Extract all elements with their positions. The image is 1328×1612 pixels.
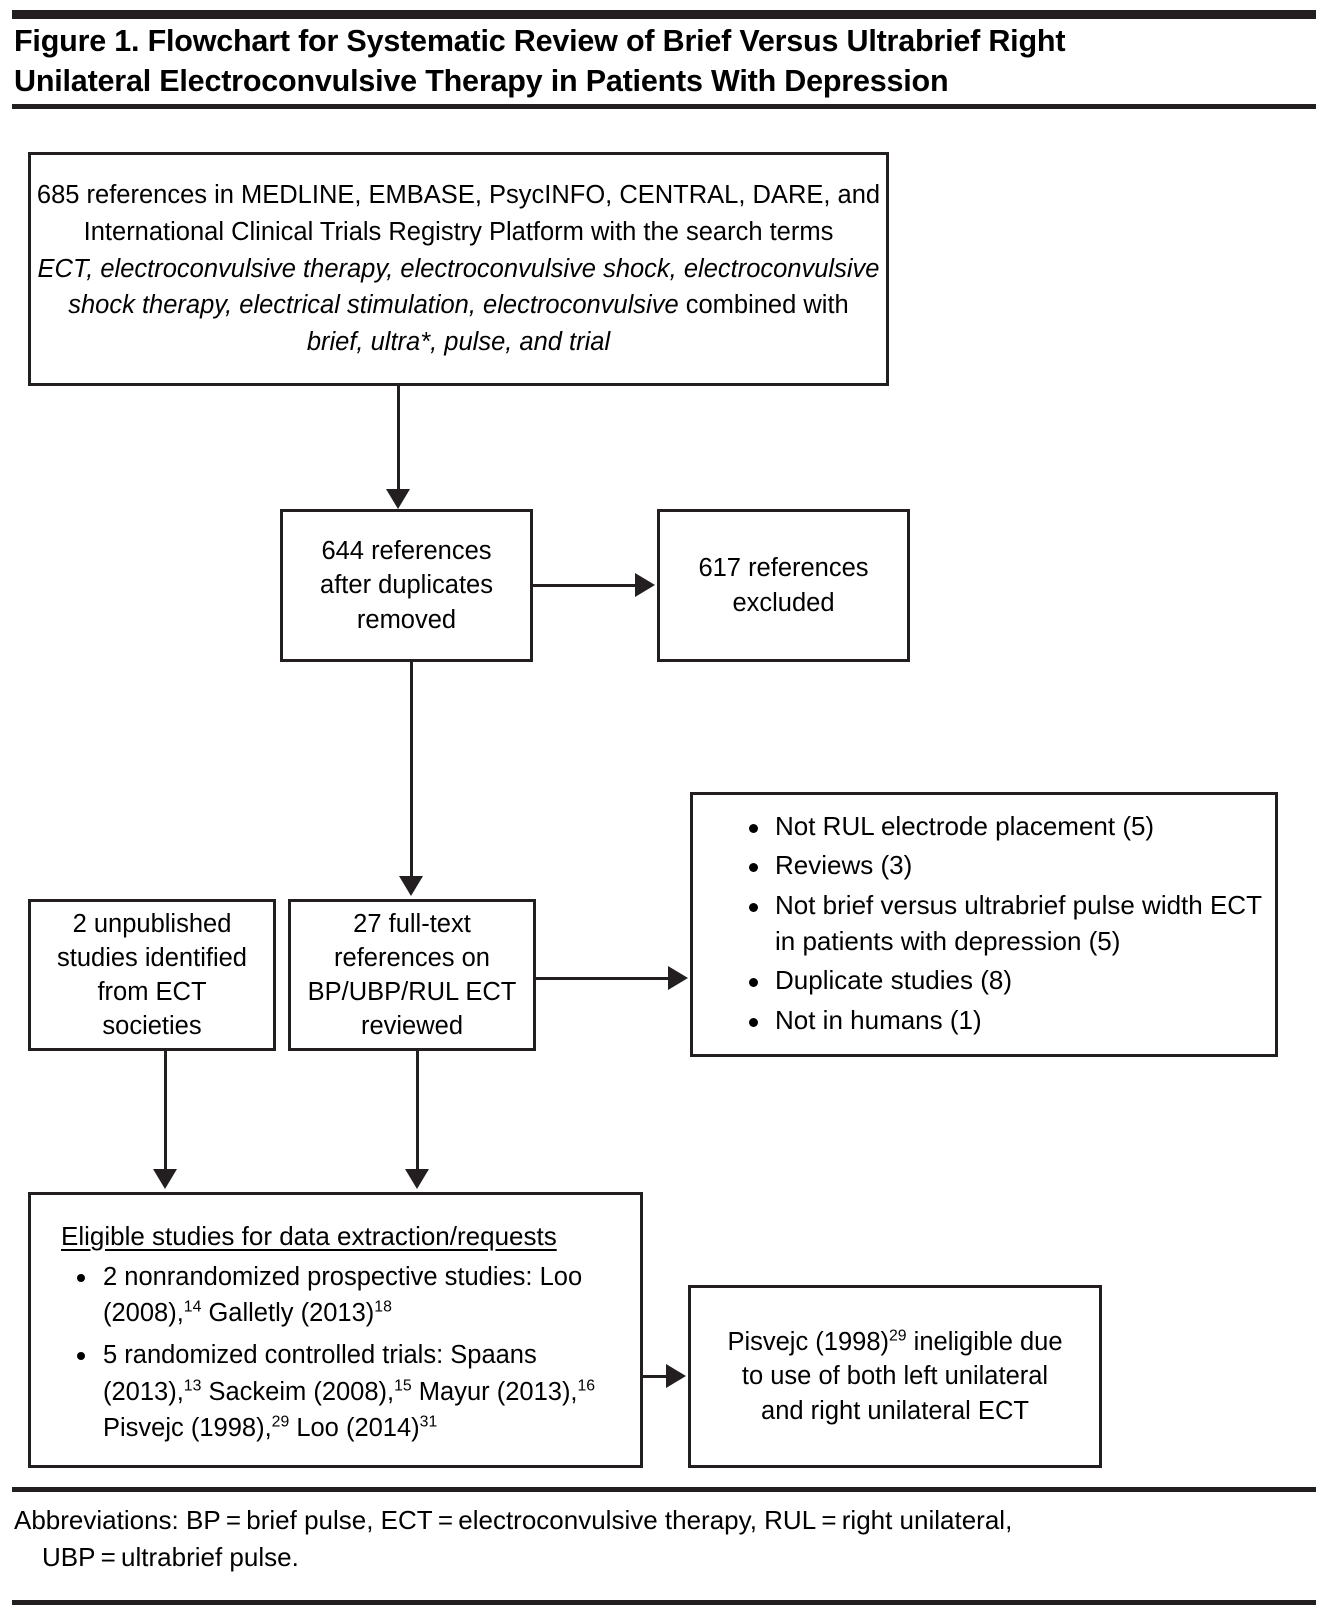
pisvejc-line-3: and right unilateral ECT xyxy=(761,1396,1029,1425)
eligible-b2-sup5: 31 xyxy=(419,1413,438,1431)
fulltext-line-2: references on xyxy=(334,943,490,972)
connector-dedup-to-fulltext-line xyxy=(410,662,413,880)
dedup-line-1: 644 references xyxy=(321,537,492,566)
search-line-4-roman: combined with xyxy=(678,291,849,320)
unpublished-line-3: from ECT xyxy=(97,978,207,1006)
eligible-b1-pre: 2 nonrandomized prospective studies: Loo… xyxy=(103,1263,583,1328)
dedup-line-3: removed xyxy=(356,605,457,634)
box-exclusion-reasons: Not RUL electrode placement (5) Reviews … xyxy=(690,792,1278,1057)
connector-search-to-dedup-arrow xyxy=(386,489,410,509)
search-line-3: ECT, electroconvulsive therapy, electroc… xyxy=(37,254,880,283)
box-references-excluded: 617 references excluded xyxy=(657,509,910,662)
box-excluded-text: 617 references excluded xyxy=(698,551,868,619)
connector-search-to-dedup-line xyxy=(397,386,400,493)
abbreviations-note: Abbreviations: BP = brief pulse, ECT = e… xyxy=(14,1502,1304,1576)
excluded-line-2: excluded xyxy=(732,588,835,617)
abbreviations-line-1: Abbreviations: BP = brief pulse, ECT = e… xyxy=(14,1505,1013,1535)
eligible-b2-pre: 5 randomized controlled trials: Spaans (… xyxy=(103,1341,537,1406)
fulltext-line-1: 27 full-text xyxy=(353,909,471,938)
list-item: Not RUL electrode placement (5) xyxy=(727,808,1275,844)
pisvejc-line-1-post: ineligible due xyxy=(906,1328,1063,1357)
box-fulltext-text: 27 full-text references on BP/UBP/RUL EC… xyxy=(308,907,517,1044)
unpublished-line-4: societies xyxy=(102,1012,202,1041)
pisvejc-line-2: to use of both left unilateral xyxy=(741,1362,1049,1391)
dedup-line-2: after duplicates xyxy=(320,571,493,600)
pisvejc-line-1: Pisvejc (1998)29 ineligible due xyxy=(727,1325,1062,1359)
eligible-b1-mid: Galletly (2013) xyxy=(201,1299,375,1328)
abbreviations-line-2: UBP = ultrabrief pulse. xyxy=(42,1541,299,1572)
connector-fulltext-to-eligible-arrow xyxy=(405,1169,429,1189)
connector-fulltext-to-eligible-line xyxy=(416,1051,419,1173)
box-eligible-inner: Eligible studies for data extraction/req… xyxy=(31,1195,640,1446)
box-unpublished-studies: 2 unpublished studies identified from EC… xyxy=(28,899,276,1051)
connector-eligible-to-pisvejc-line xyxy=(643,1375,668,1378)
footer-divider-top xyxy=(12,1487,1316,1492)
connector-unpublished-to-eligible-line xyxy=(164,1051,167,1173)
eligible-b2-b: Mayur (2013), xyxy=(411,1377,578,1406)
eligible-studies-list: 2 nonrandomized prospective studies: Loo… xyxy=(61,1259,640,1446)
box-pisvejc-text: Pisvejc (1998)29 ineligible due to use o… xyxy=(727,1325,1062,1427)
box-references-after-duplicates: 644 references after duplicates removed xyxy=(280,509,533,662)
eligible-b2-sup4: 29 xyxy=(271,1413,290,1431)
search-line-5: brief, ultra*, pulse, and trial xyxy=(306,328,611,357)
unpublished-line-2: studies identified xyxy=(57,943,247,972)
box-pisvejc-ineligible: Pisvejc (1998)29 ineligible due to use o… xyxy=(688,1285,1102,1468)
eligible-b2-sup3: 16 xyxy=(577,1377,596,1395)
list-item: Reviews (3) xyxy=(727,847,1275,883)
box-unpublished-text: 2 unpublished studies identified from EC… xyxy=(57,907,247,1044)
list-item: Not in humans (1) xyxy=(727,1002,1275,1038)
footer-divider-bottom xyxy=(12,1600,1316,1605)
box-search-text: 685 references in MEDLINE, EMBASE, PsycI… xyxy=(31,177,886,362)
eligible-b1-sup1: 14 xyxy=(183,1298,202,1316)
box-search-references: 685 references in MEDLINE, EMBASE, PsycI… xyxy=(28,152,889,386)
search-line-2: International Clinical Trials Registry P… xyxy=(83,217,834,246)
search-line-4-italic: shock therapy, electrical stimulation, e… xyxy=(68,291,679,320)
list-item: Not brief versus ultrabrief pulse width … xyxy=(727,887,1275,960)
box-fulltext-references: 27 full-text references on BP/UBP/RUL EC… xyxy=(288,899,536,1051)
top-divider-rule xyxy=(12,10,1316,19)
list-item: Duplicate studies (8) xyxy=(727,962,1275,998)
list-item: 2 nonrandomized prospective studies: Loo… xyxy=(61,1259,640,1331)
eligible-b2-a: Sackeim (2008), xyxy=(201,1377,395,1406)
box-dedup-text: 644 references after duplicates removed xyxy=(320,534,493,636)
connector-eligible-to-pisvejc-arrow xyxy=(666,1364,686,1388)
connector-dedup-to-excluded-line xyxy=(533,584,637,587)
connector-dedup-to-fulltext-arrow xyxy=(399,876,423,896)
exclusion-reasons-list: Not RUL electrode placement (5) Reviews … xyxy=(693,808,1275,1041)
eligible-b2-sup2: 15 xyxy=(394,1377,412,1395)
search-line-4: shock therapy, electrical stimulation, e… xyxy=(31,287,886,324)
fulltext-line-4: reviewed xyxy=(360,1012,464,1041)
pisvejc-line-1-sup: 29 xyxy=(889,1327,907,1345)
list-item: 5 randomized controlled trials: Spaans (… xyxy=(61,1337,640,1446)
box-eligible-studies: Eligible studies for data extraction/req… xyxy=(28,1192,643,1468)
unpublished-line-1: 2 unpublished xyxy=(72,909,232,938)
connector-fulltext-to-exclusions-arrow xyxy=(668,966,688,990)
connector-unpublished-to-eligible-arrow xyxy=(153,1169,177,1189)
eligible-b2-sup1: 13 xyxy=(183,1377,202,1395)
pisvejc-line-1-pre: Pisvejc (1998) xyxy=(727,1328,890,1357)
eligible-heading: Eligible studies for data extraction/req… xyxy=(61,1221,557,1251)
excluded-line-1: 617 references xyxy=(698,554,869,583)
search-line-1: 685 references in MEDLINE, EMBASE, PsycI… xyxy=(36,180,881,209)
fulltext-line-3: BP/UBP/RUL ECT xyxy=(307,978,517,1006)
connector-dedup-to-excluded-arrow xyxy=(635,573,655,597)
eligible-b2-c: Pisvejc (1998), xyxy=(103,1413,272,1442)
page-title: Figure 1. Flowchart for Systematic Revie… xyxy=(14,24,1066,98)
eligible-b2-d: Loo (2014) xyxy=(289,1413,420,1442)
connector-fulltext-to-exclusions-line xyxy=(536,977,670,980)
title-underline-rule xyxy=(12,104,1316,109)
eligible-b1-sup2: 18 xyxy=(374,1298,392,1316)
